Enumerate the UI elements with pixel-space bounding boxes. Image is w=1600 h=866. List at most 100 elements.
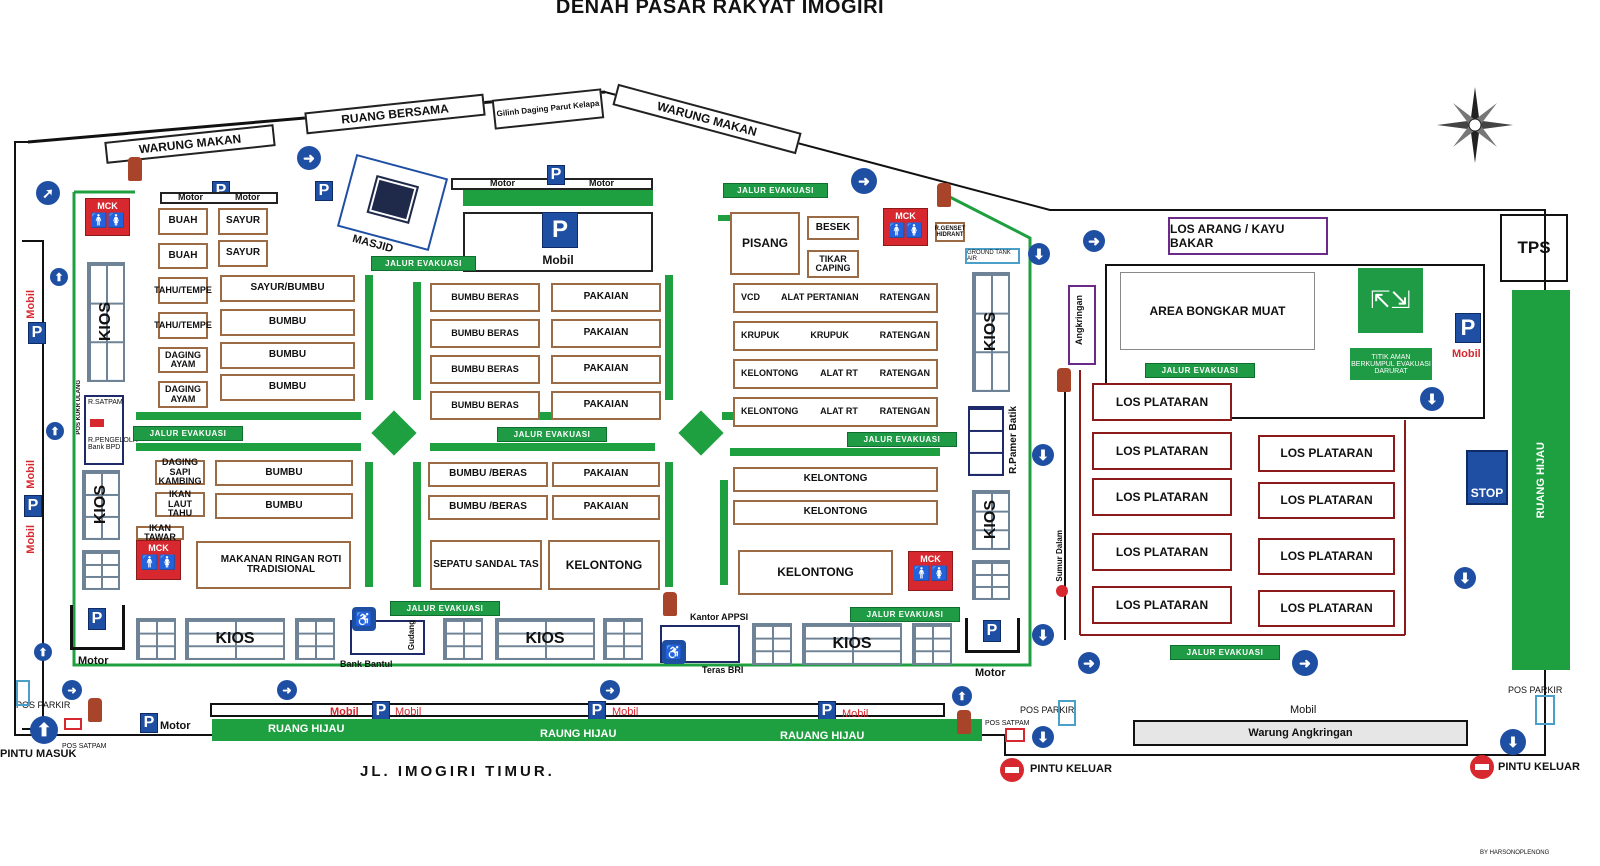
hydrant-icon: [663, 592, 677, 616]
arrow-down-icon: ⬇: [1454, 567, 1476, 589]
mobil-label: Mobil: [1452, 348, 1481, 360]
kios-unit: KIOS: [495, 618, 595, 660]
bus-stop-sign: STOP: [1466, 450, 1508, 505]
pos-parkir-booth: [16, 680, 30, 706]
arrow-up-icon: ⬆: [46, 422, 64, 440]
assembly-point-icon: ⇱⇲: [1358, 268, 1423, 333]
bank-bantul: [350, 620, 425, 655]
pos-satpam-booth: [1005, 728, 1025, 742]
los-plataran: LOS PLATARAN: [1258, 590, 1395, 627]
mobil-parking-strip: [210, 703, 945, 717]
sumur-label: Sumur Dalam: [1055, 530, 1064, 582]
mck-toilet: MCK 🚹🚺: [85, 198, 130, 236]
angkringan-label: Angkringan: [1074, 295, 1084, 346]
motor-label: Motor: [178, 192, 203, 203]
arrow-down-icon: ⬇: [1032, 624, 1054, 646]
kios-label: KIOS: [982, 312, 999, 352]
evac-sign: JALUR EVAKUASI: [1170, 645, 1280, 660]
tps: TPS: [1500, 214, 1568, 282]
flag-icon: [90, 419, 104, 427]
mosque-icon: [366, 174, 420, 225]
motor-label: Motor: [235, 192, 260, 203]
r-satpam-label: R.SATPAM: [88, 399, 123, 406]
green-belt: [212, 719, 982, 741]
stall-kelontong: KELONTONG: [548, 540, 660, 590]
green-strip: [463, 190, 653, 206]
arrow-down-icon: ⬇: [1500, 729, 1526, 755]
los-plataran: LOS PLATARAN: [1092, 533, 1232, 571]
pos-parkir-booth: [1058, 700, 1076, 726]
arrow-right-icon: ➜: [600, 680, 620, 700]
arrow-up-icon: ⬆: [34, 643, 52, 661]
parking-icon: P: [315, 181, 333, 201]
kantor-appsi: [660, 625, 740, 663]
stall: PAKAIAN: [552, 495, 660, 520]
pamer-batik-label: R.Pamer Batik: [1008, 406, 1019, 474]
nursing-room-icon: ♿: [662, 640, 686, 664]
aisle: [720, 480, 728, 585]
r-pengelola-label: R.PENGELOLA Bank BPD: [88, 437, 138, 451]
kios-unit: [136, 618, 176, 660]
toilet-icon: 🚹🚺: [913, 565, 948, 581]
los-plataran: LOS PLATARAN: [1258, 482, 1395, 519]
stall: BUAH: [158, 242, 208, 270]
parking-icon: P: [818, 701, 836, 721]
kios-unit: [912, 623, 952, 665]
warung-angkringan: Warung Angkringan: [1133, 720, 1468, 746]
stall-column-mid: BUMBU BERAS BUMBU BERAS BUMBU BERAS BUMB…: [430, 283, 540, 420]
motor-label: Motor: [490, 178, 515, 189]
arrow-up-icon: ⬆: [952, 686, 972, 706]
stall: BUMBU BERAS: [430, 319, 540, 348]
toilet-icon: 🚹🚺: [141, 554, 176, 570]
stall: KELONTONG: [738, 550, 893, 595]
mobil-label: Mobil: [542, 253, 574, 268]
arrow-right-icon: ➜: [297, 146, 321, 170]
toilet-icon: 🚹🚺: [888, 222, 923, 238]
kios-unit: [443, 618, 483, 660]
gudang-label: Gudang: [407, 620, 416, 651]
stall: BUMBU BERAS: [430, 391, 540, 420]
pintu-masuk-label: PINTU MASUK: [0, 748, 77, 760]
stall: PAKAIAN: [551, 283, 661, 312]
kios-block-small: [82, 550, 120, 590]
los-plataran: LOS PLATARAN: [1258, 538, 1395, 575]
no-entry-icon: [1000, 758, 1024, 782]
arrow-right-icon: ➜: [1083, 230, 1105, 252]
stall: SAYUR: [218, 208, 268, 235]
evac-sign: JALUR EVAKUASI: [371, 256, 476, 271]
hydrant-icon: [937, 183, 951, 207]
evac-sign: JALUR EVAKUASI: [850, 607, 960, 622]
stall-cell: RATENGAN: [879, 330, 930, 341]
parking-icon: P: [588, 701, 606, 721]
arrow-down-icon: ⬇: [1032, 444, 1054, 466]
arrow-down-icon: ⬇: [1420, 387, 1444, 411]
kios-block-right-2: KIOS: [972, 490, 1010, 550]
hydrant-icon: [128, 157, 142, 181]
stall: BUMBU: [220, 309, 355, 336]
kios-unit: [752, 623, 792, 665]
parking-icon: P: [983, 620, 1001, 642]
stall: SAYUR/BUMBU: [220, 275, 355, 302]
mobil-label: Mobil: [1290, 704, 1317, 716]
stall: BUMBU: [220, 342, 355, 369]
motor-label: Motor: [975, 667, 1006, 679]
ruang-hijau-label: RUANG HIJAU: [268, 723, 345, 735]
evac-sign: JALUR EVAKUASI: [133, 426, 243, 441]
kios-label: KIOS: [982, 500, 999, 540]
green-zone-east: RUANG HIJAU: [1512, 290, 1570, 670]
hydrant-icon: [88, 698, 102, 722]
arrow-up-icon: ⬆: [50, 268, 68, 286]
stall: IKAN TAWAR: [136, 523, 184, 542]
stall-sepatu: SEPATU SANDAL TAS: [430, 540, 542, 590]
kantor-label: Kantor APPSI: [690, 612, 749, 622]
hydrant-icon: [957, 710, 971, 734]
no-entry-icon: [1470, 755, 1494, 779]
kios-block-right: KIOS: [972, 272, 1010, 392]
stall-cell: KRUPUK: [810, 330, 849, 341]
los-plataran: LOS PLATARAN: [1092, 432, 1232, 470]
aisle: [413, 462, 421, 587]
stall: DAGING AYAM: [158, 346, 208, 374]
area-bongkar: AREA BONGKAR MUAT: [1120, 272, 1315, 350]
stall-column-pakaian: PAKAIAN PAKAIAN PAKAIAN PAKAIAN: [551, 283, 661, 420]
stall-tikar: TIKAR CAPING: [807, 250, 859, 278]
